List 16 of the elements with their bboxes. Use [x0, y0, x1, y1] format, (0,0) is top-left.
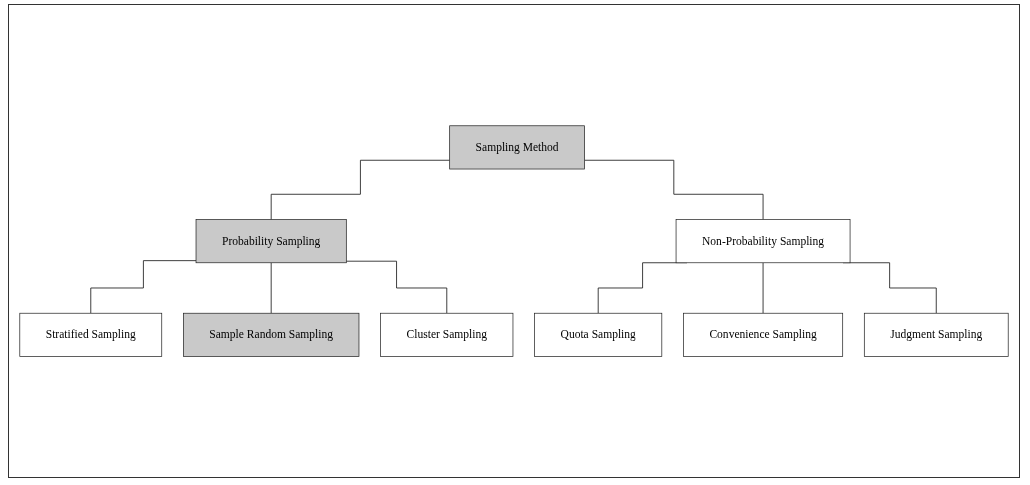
connector — [270, 262, 272, 314]
connector — [584, 159, 764, 220]
node-box — [19, 312, 163, 357]
node-box — [380, 312, 514, 357]
connector — [270, 159, 451, 220]
node-box — [195, 219, 347, 263]
node-box — [449, 125, 585, 170]
node-box — [534, 312, 663, 357]
node-box — [863, 312, 1009, 357]
connector — [345, 260, 448, 314]
node-box — [675, 219, 851, 263]
diagram-frame: Sampling Method Probability Sampling Non-Probability Sampling Stratified Sampling Sample Random Sampling Cluster Sampling Quota Sampling Convenience Sampling Judgment Sampling — [8, 4, 1020, 478]
connector — [762, 262, 764, 314]
connector — [90, 260, 197, 314]
node-box — [183, 312, 360, 357]
node-box — [683, 312, 844, 357]
